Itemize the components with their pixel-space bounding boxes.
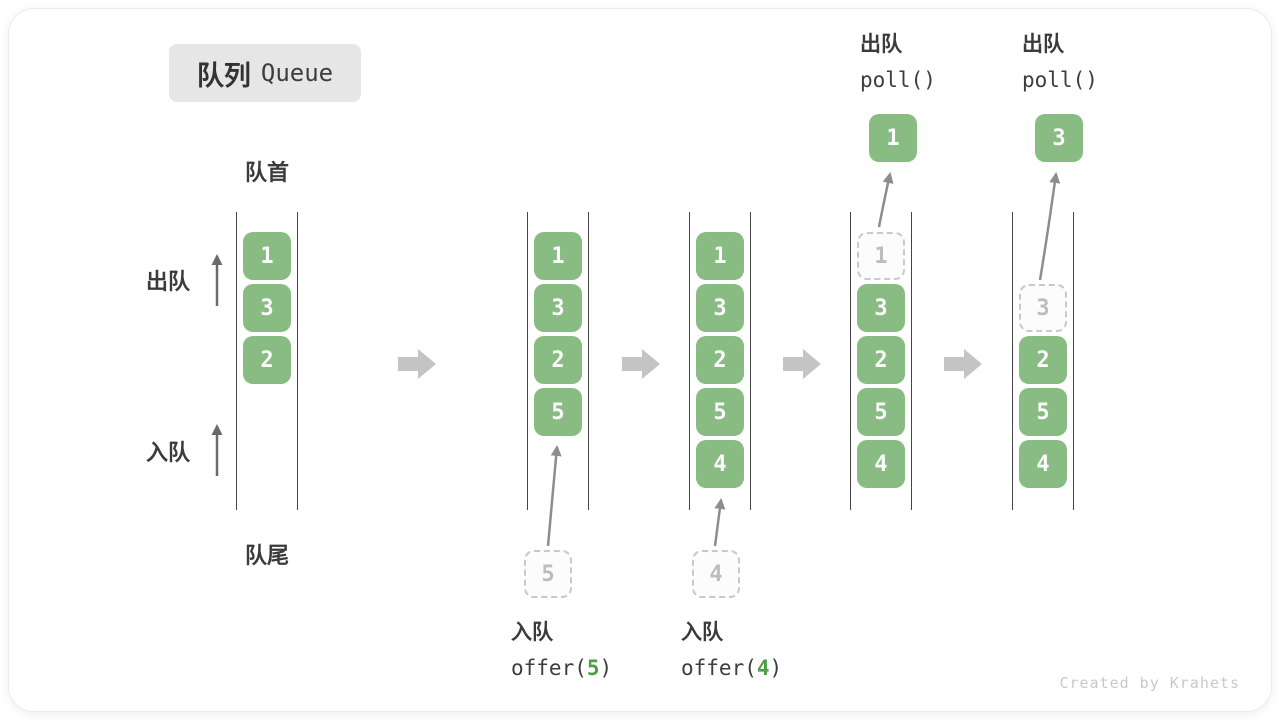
op-poll-2: 出队 poll() — [1022, 27, 1098, 98]
queue-column-4: 1 3 2 5 4 — [850, 212, 912, 510]
poll-result-box: 3 — [1035, 114, 1083, 162]
poll-result-box: 1 — [869, 114, 917, 162]
offer-arg: 5 — [586, 656, 600, 680]
queue-cell: 5 — [857, 388, 905, 436]
stage-arrow-icon — [944, 349, 982, 379]
queue-cell-removed: 1 — [857, 232, 905, 280]
queue-cell: 1 — [534, 232, 582, 280]
queue-cell: 1 — [696, 232, 744, 280]
queue-cell: 4 — [1019, 440, 1067, 488]
op-offer-code: offer(5) — [511, 651, 612, 686]
queue-column-2: 1 3 2 5 — [527, 212, 589, 510]
queue-cell: 2 — [696, 336, 744, 384]
queue-cell: 5 — [1019, 388, 1067, 436]
op-offer-4: 入队 offer(4) — [681, 615, 782, 686]
queue-cell: 4 — [857, 440, 905, 488]
queue-cell: 2 — [857, 336, 905, 384]
op-offer-code: offer(4) — [681, 651, 782, 686]
label-queue-front: 队首 — [244, 160, 289, 185]
offer-fn: offer( — [681, 656, 757, 680]
pending-enqueue-box: 4 — [692, 550, 740, 598]
stage-arrow-icon — [622, 349, 660, 379]
queue-column-3: 1 3 2 5 4 — [689, 212, 751, 510]
queue-cell: 1 — [243, 232, 291, 280]
queue-cell: 4 — [696, 440, 744, 488]
op-offer-5: 入队 offer(5) — [511, 615, 612, 686]
op-offer-label: 入队 — [681, 621, 723, 644]
label-dequeue: 出队 — [145, 269, 190, 294]
queue-column-5: 3 2 5 4 — [1012, 212, 1074, 510]
queue-cell: 3 — [243, 284, 291, 332]
queue-cell: 3 — [534, 284, 582, 332]
queue-cell: 5 — [696, 388, 744, 436]
title-zh: 队列 — [196, 60, 251, 91]
label-queue-rear: 队尾 — [244, 543, 289, 568]
op-poll-code: poll() — [860, 68, 936, 92]
queue-cell: 2 — [1019, 336, 1067, 384]
watermark: Created by Krahets — [1059, 674, 1240, 692]
stage-arrow-icon — [783, 349, 821, 379]
title-en: Queue — [260, 59, 334, 87]
offer-fn: offer( — [511, 656, 587, 680]
queue-cell: 2 — [534, 336, 582, 384]
title-box: 队列 Queue — [169, 44, 361, 102]
offer-close: ) — [769, 656, 783, 680]
op-poll-1: 出队 poll() — [860, 27, 936, 98]
stage-arrow-icon — [398, 349, 436, 379]
label-enqueue: 入队 — [145, 440, 190, 465]
pending-enqueue-box: 5 — [524, 550, 572, 598]
offer-close: ) — [599, 656, 613, 680]
queue-cell: 3 — [696, 284, 744, 332]
queue-column-1: 1 3 2 — [236, 212, 298, 510]
queue-cell: 2 — [243, 336, 291, 384]
op-poll-code: poll() — [1022, 68, 1098, 92]
op-poll-label: 出队 — [860, 33, 902, 56]
offer-arg: 4 — [756, 656, 770, 680]
op-offer-label: 入队 — [511, 621, 553, 644]
queue-cell: 5 — [534, 388, 582, 436]
op-poll-label: 出队 — [1022, 33, 1064, 56]
queue-cell: 3 — [857, 284, 905, 332]
queue-cell-removed: 3 — [1019, 284, 1067, 332]
